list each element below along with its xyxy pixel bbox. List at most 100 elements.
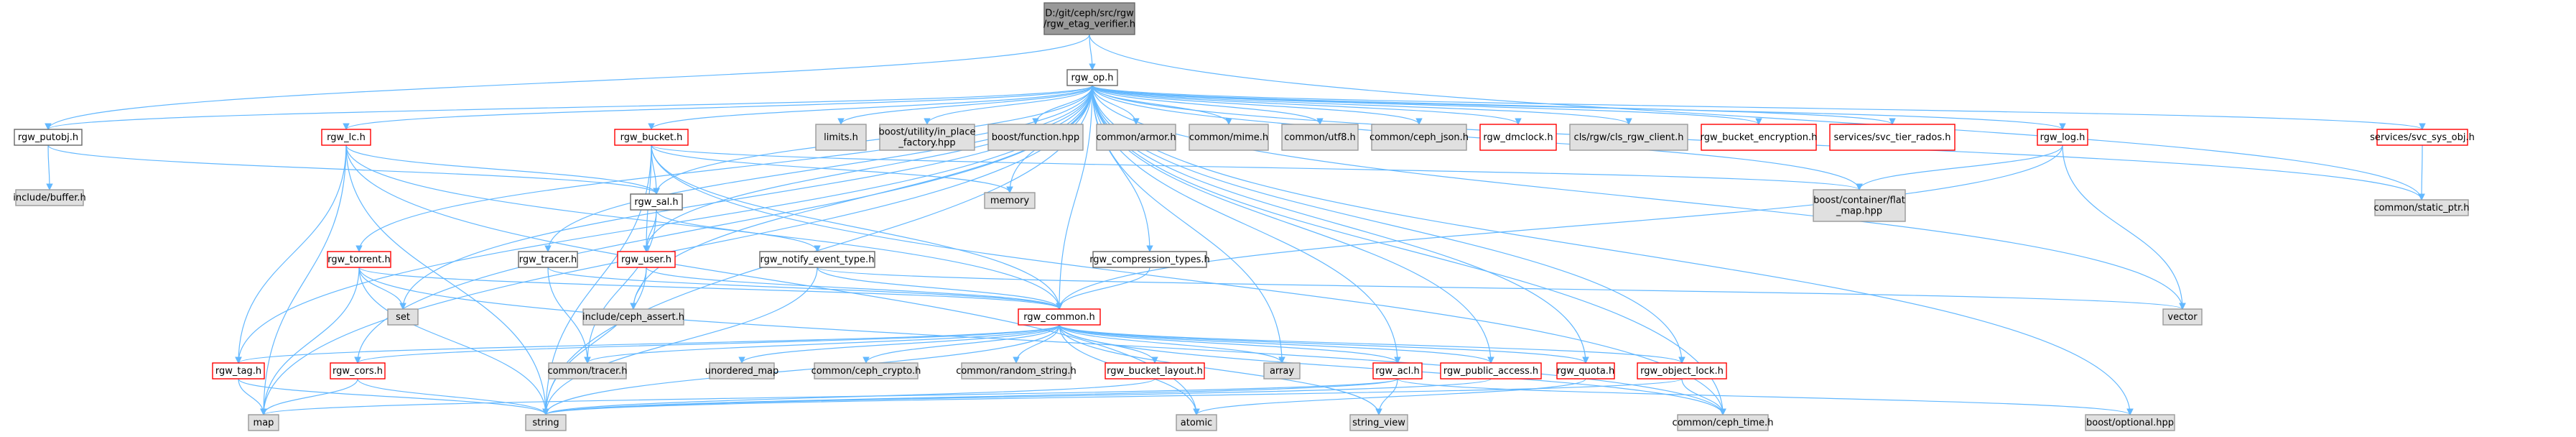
- node-bucket-layout[interactable]: rgw_bucket_layout.h: [1105, 362, 1205, 380]
- edge-rgw-op-to-rgw-lc: [343, 85, 1093, 130]
- node-ceph-json[interactable]: common/ceph_json.h: [1370, 124, 1469, 151]
- node-label: include/buffer.h: [13, 193, 85, 203]
- node-svc-sys[interactable]: services/svc_sys_obj.h: [2370, 129, 2475, 146]
- node-label: rgw_cors.h: [333, 366, 383, 377]
- edge-rgw-sal-to-notify: [656, 209, 821, 252]
- node-label: rgw_acl.h: [1375, 366, 1420, 377]
- node-rgw-acl[interactable]: rgw_acl.h: [1372, 362, 1423, 380]
- node-flat-map[interactable]: boost/container/flat_map.hpp: [1813, 189, 1906, 222]
- node-label: vector: [2167, 312, 2198, 323]
- node-array[interactable]: array: [1263, 362, 1301, 380]
- node-rgw-tracer[interactable]: rgw_tracer.h: [518, 251, 578, 268]
- node-function[interactable]: boost/function.hpp: [987, 124, 1084, 151]
- node-label: rgw_log.h: [2040, 132, 2086, 143]
- edge-rgw-lc-to-atomic: [345, 144, 1200, 415]
- node-compression[interactable]: rgw_compression_types.h: [1089, 251, 1210, 268]
- node-rgw-putobj[interactable]: rgw_putobj.h: [14, 129, 83, 146]
- node-label: services/svc_sys_obj.h: [2370, 132, 2475, 143]
- node-label: rgw_sal.h: [634, 197, 678, 208]
- node-label: D:/git/ceph/src/rgw: [1045, 9, 1134, 19]
- node-label: memory: [990, 196, 1030, 206]
- node-rgw-sal[interactable]: rgw_sal.h: [630, 193, 683, 211]
- node-ceph-time[interactable]: common/ceph_time.h: [1673, 414, 1774, 431]
- node-label: rgw_public_access.h: [1443, 366, 1538, 377]
- node-atomic[interactable]: atomic: [1176, 414, 1217, 431]
- node-random-string[interactable]: common/random_string.h: [956, 362, 1077, 380]
- node-box: [1479, 124, 1557, 151]
- edge-rgw-op-to-armor: [1092, 85, 1140, 125]
- node-svc-tier[interactable]: services/svc_tier_rados.h: [1829, 124, 1956, 151]
- node-public-access[interactable]: rgw_public_access.h: [1440, 362, 1542, 380]
- node-in-place[interactable]: boost/utility/in_place_factory.hpp: [878, 124, 976, 151]
- node-unordered-map[interactable]: unordered_map: [705, 362, 779, 380]
- node-box: [617, 251, 676, 268]
- node-rgw-quota[interactable]: rgw_quota.h: [1556, 362, 1615, 380]
- edge-public-access-to-string: [542, 378, 1492, 415]
- node-rgw-op[interactable]: rgw_op.h: [1066, 69, 1118, 86]
- node-box: [327, 251, 391, 268]
- node-box: [2085, 414, 2175, 431]
- node-ceph-crypto[interactable]: common/ceph_crypto.h: [812, 362, 921, 380]
- node-cls-rgw[interactable]: cls/rgw/cls_rgw_client.h: [1569, 124, 1688, 151]
- node-string-view[interactable]: string_view: [1349, 414, 1408, 431]
- node-box: [1189, 124, 1269, 151]
- node-label: rgw_object_lock.h: [1640, 366, 1724, 377]
- node-rgw-bucket[interactable]: rgw_bucket.h: [614, 129, 689, 146]
- edge-rgw-putobj-to-buffer: [46, 144, 53, 190]
- edge-rgw-common-to-unordered-map: [738, 324, 1060, 364]
- node-rgw-tag[interactable]: rgw_tag.h: [212, 362, 265, 380]
- node-buffer[interactable]: include/buffer.h: [13, 189, 86, 206]
- node-label: rgw_tracer.h: [519, 254, 577, 265]
- node-box: [1372, 362, 1423, 380]
- node-box: [2037, 129, 2088, 146]
- edge-rgw-bucket-to-flat-map: [651, 144, 1863, 190]
- node-rgw-cors[interactable]: rgw_cors.h: [330, 362, 386, 380]
- edge-rgw-common-to-rgw-quota: [1059, 324, 1589, 364]
- node-root[interactable]: D:/git/ceph/src/rgw/rgw_etag_verifier.h: [1043, 2, 1135, 35]
- node-string[interactable]: string: [525, 414, 567, 431]
- node-rgw-log[interactable]: rgw_log.h: [2037, 129, 2088, 146]
- node-ceph-assert[interactable]: include/ceph_assert.h: [582, 308, 684, 326]
- node-memory[interactable]: memory: [984, 192, 1036, 209]
- node-limits[interactable]: limits.h: [815, 124, 867, 151]
- node-box: [2162, 308, 2203, 326]
- edge-rgw-op-to-rgw-putobj: [45, 85, 1093, 130]
- node-label: boost/utility/in_place: [878, 127, 975, 138]
- node-utf8[interactable]: common/utf8.h: [1281, 124, 1359, 151]
- node-static-ptr[interactable]: common/static_ptr.h: [2373, 199, 2470, 216]
- node-rgw-user[interactable]: rgw_user.h: [617, 251, 676, 268]
- edge-notify-to-rgw-common: [817, 267, 1063, 310]
- edge-rgw-op-to-vector: [1092, 85, 2186, 310]
- node-label: services/svc_tier_rados.h: [1833, 132, 1950, 143]
- node-box: [879, 124, 975, 151]
- node-box: [14, 129, 83, 146]
- node-dmclock[interactable]: rgw_dmclock.h: [1479, 124, 1557, 151]
- edge-rgw-bucket-to-ceph-time: [651, 144, 1726, 415]
- node-rgw-lc[interactable]: rgw_lc.h: [321, 129, 371, 146]
- node-rgw-torrent[interactable]: rgw_torrent.h: [327, 251, 391, 268]
- edge-layer: [45, 34, 2426, 415]
- edge-root-to-rgw-op: [1089, 34, 1096, 70]
- node-vector[interactable]: vector: [2162, 308, 2203, 326]
- node-notify[interactable]: rgw_notify_event_type.h: [759, 251, 875, 268]
- node-label: rgw_torrent.h: [327, 254, 390, 265]
- node-set[interactable]: set: [387, 308, 419, 326]
- node-mime[interactable]: common/mime.h: [1189, 124, 1269, 151]
- node-armor[interactable]: common/armor.h: [1096, 124, 1176, 151]
- node-bucket-enc[interactable]: rgw_bucket_encryption.h: [1701, 124, 1818, 151]
- edge-rgw-common-to-public-access: [1059, 324, 1494, 364]
- node-label: common/tracer.h: [547, 366, 627, 377]
- node-map[interactable]: map: [248, 414, 279, 431]
- edge-rgw-cors-to-string: [357, 378, 549, 415]
- edge-rgw-op-to-rgw-torrent: [355, 85, 1093, 252]
- node-box: [984, 192, 1036, 209]
- node-object-lock[interactable]: rgw_object_lock.h: [1637, 362, 1727, 380]
- node-optional[interactable]: boost/optional.hpp: [2085, 414, 2175, 431]
- node-label: atomic: [1181, 418, 1212, 428]
- edge-rgw-quota-to-atomic: [1193, 378, 1586, 415]
- edge-rgw-tag-to-string: [238, 378, 549, 415]
- node-rgw-common[interactable]: rgw_common.h: [1018, 308, 1101, 326]
- node-box: [518, 251, 578, 268]
- node-label: boost/function.hpp: [992, 132, 1079, 143]
- node-tracer[interactable]: common/tracer.h: [547, 362, 628, 380]
